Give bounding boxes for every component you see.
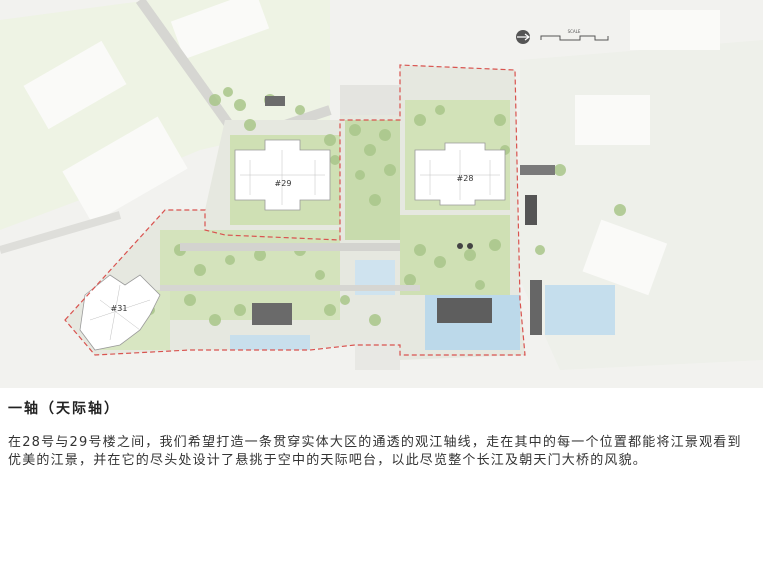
scale-label: SCALE <box>568 29 581 34</box>
building-29-label: #29 <box>275 179 292 188</box>
pavilion-roof <box>252 303 292 325</box>
feature-dot <box>467 243 473 249</box>
walkway <box>180 243 400 251</box>
entry-plaza <box>340 85 400 115</box>
context-building <box>23 40 127 130</box>
caption-section: 一轴（天际轴） 在28号与29号楼之间，我们希望打造一条贯穿实体大区的通透的观江… <box>8 398 755 470</box>
water-pool <box>545 285 615 335</box>
site-plan-svg: #29 #28 #31 SCALE <box>0 0 720 370</box>
pavilion-roof <box>437 298 492 323</box>
site-boundary <box>64 64 526 356</box>
lawn <box>400 215 510 295</box>
axis-lawn <box>345 120 400 240</box>
feature-dot <box>457 243 463 249</box>
north-arrow-icon <box>516 30 530 44</box>
unit-partitions <box>89 150 500 341</box>
context-building <box>575 95 650 145</box>
building-31-label: #31 <box>111 304 128 313</box>
caption-heading: 一轴（天际轴） <box>8 401 120 417</box>
structure <box>530 280 542 335</box>
site-plan-map: #29 #28 #31 SCALE <box>0 0 763 388</box>
context-building <box>630 10 720 50</box>
building-28-label: #28 <box>457 174 474 183</box>
structure <box>525 195 537 225</box>
context-building <box>62 116 188 224</box>
context-road <box>0 211 122 254</box>
context-building <box>582 219 668 296</box>
water-channel <box>230 335 310 350</box>
scale-bar: SCALE <box>540 29 609 41</box>
caption-body: 在28号与29号楼之间，我们希望打造一条贯穿实体大区的通透的观江轴线，走在其中的… <box>8 435 742 468</box>
structure <box>520 165 555 175</box>
building-31-footprint <box>79 274 161 351</box>
context-building <box>170 0 270 60</box>
structure <box>265 96 285 106</box>
walkway <box>160 285 420 291</box>
